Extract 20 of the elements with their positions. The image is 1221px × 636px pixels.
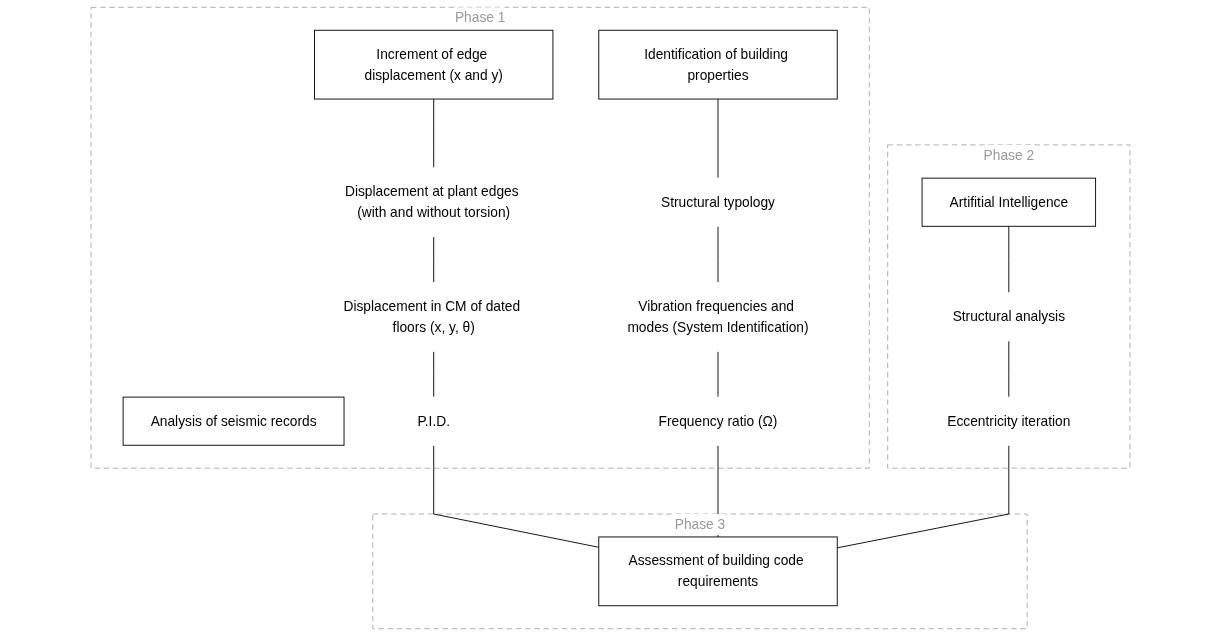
node-box: Analysis of seismic records [122,396,345,446]
connector [433,98,435,169]
connector [717,98,719,179]
node-text: P.I.D. [417,412,451,429]
node-text: Vibration frequencies and modes (System Identification) [627,298,809,335]
connector [1008,225,1010,294]
node-box: Artifitial Intelligence [921,177,1097,227]
node-box: Increment of edge displacement (x and y) [314,29,554,100]
node-text: Displacement at plant edges (with and without torsion) [345,183,519,220]
node-text: Frequency ratio (Ω) [658,412,778,429]
node-text: Displacement in CM of dated floors (x, y, θ) [343,298,521,335]
node-box: Assessment of building code requirements [598,536,838,607]
connector [433,444,600,548]
connector [433,236,435,283]
node-text: Structural typology [661,193,775,210]
connector [836,444,1010,549]
node-text: Structural analysis [952,308,1066,324]
node-text: Eccentricity iteration [947,412,1071,429]
connector [433,350,435,398]
node-box: Identification of building properties [598,29,838,100]
